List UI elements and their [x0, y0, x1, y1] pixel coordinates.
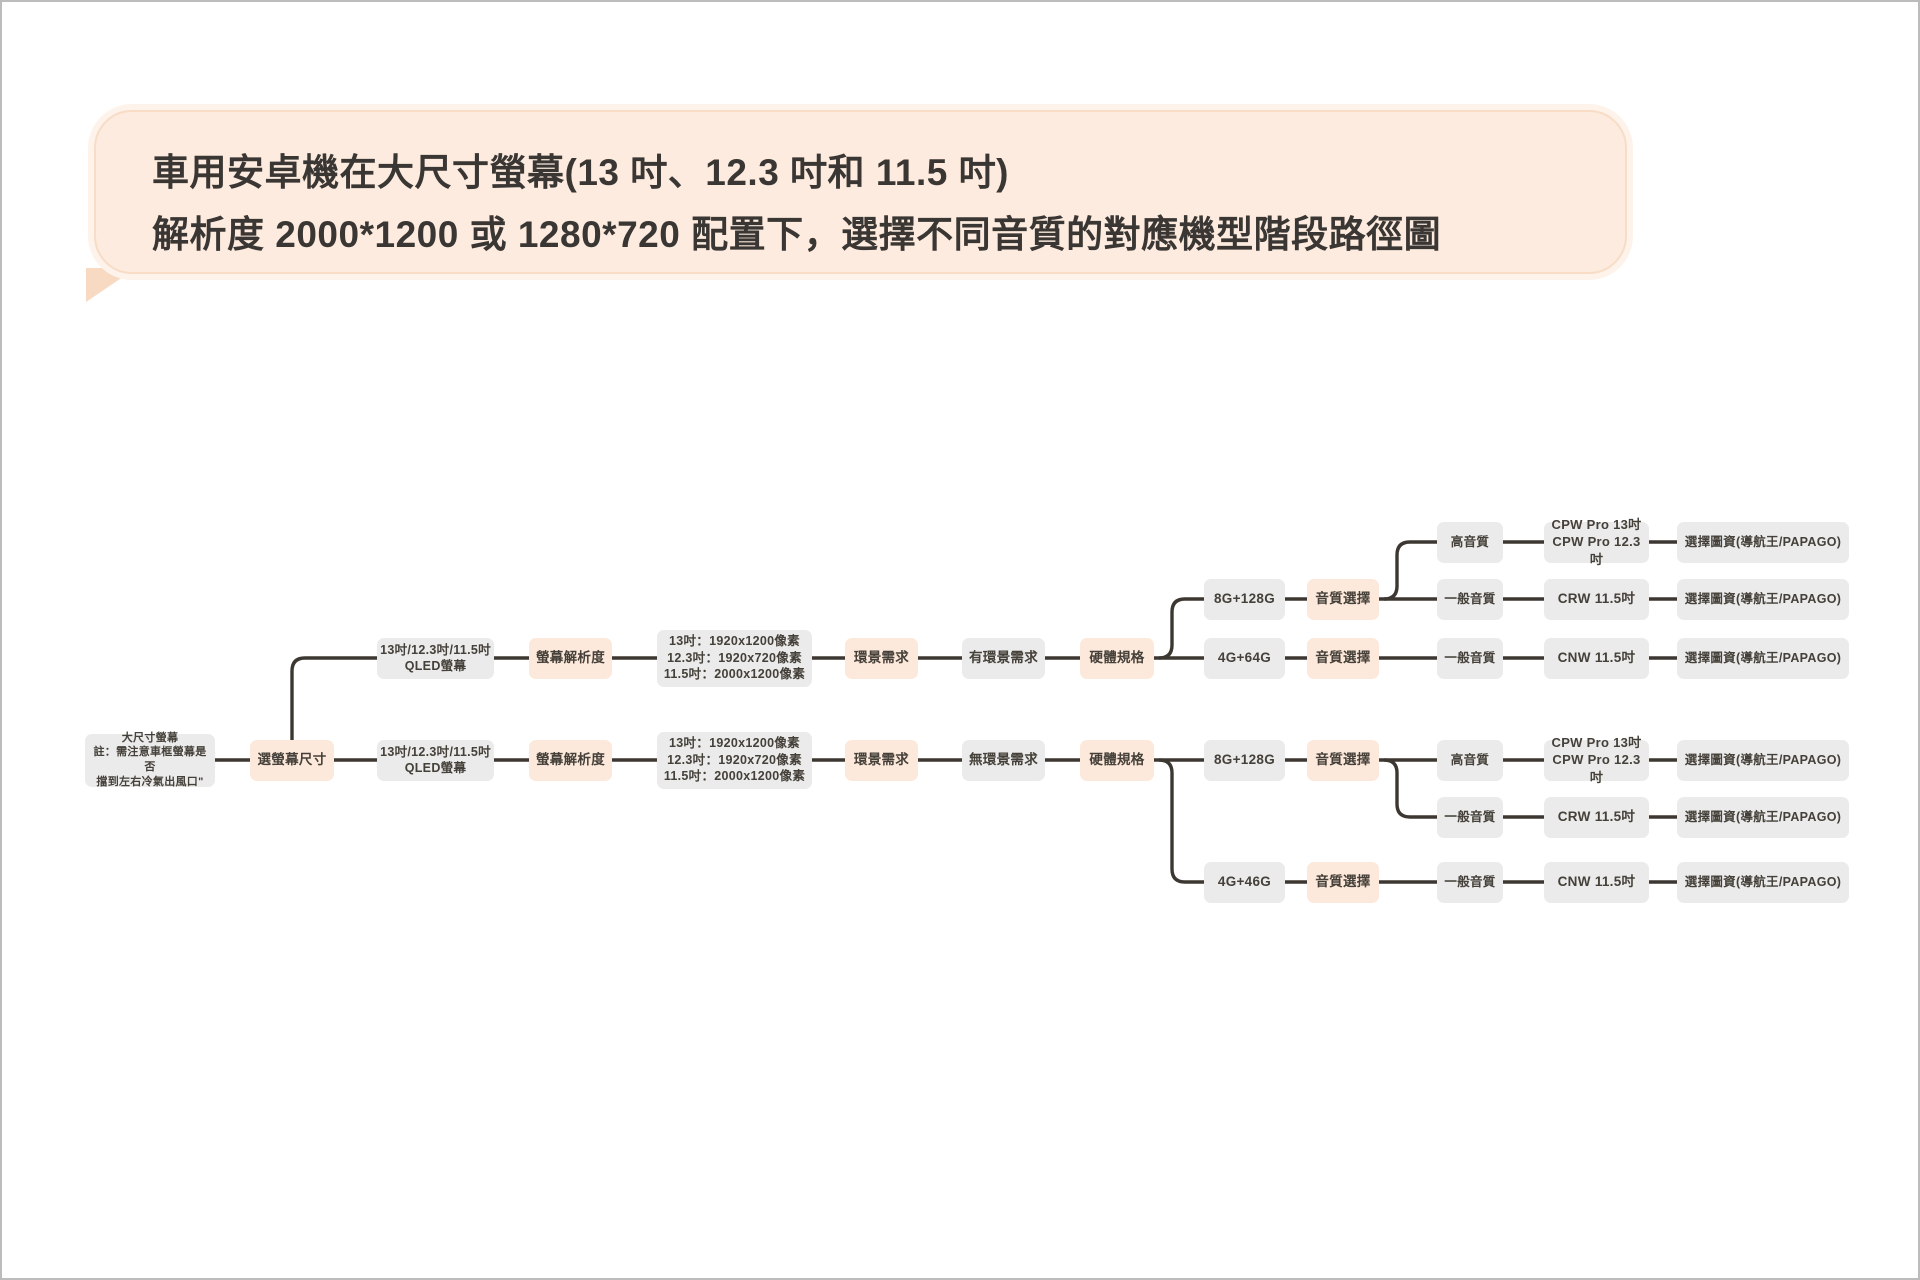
- node-gen-r6: 一般音質: [1437, 861, 1503, 903]
- title-line-1: 車用安卓機在大尺寸螢幕(13 吋、12.3 吋和 11.5 吋): [152, 152, 1009, 193]
- node-hi-r4: 高音質: [1437, 739, 1503, 781]
- node-map-r3: 選擇圖資(導航王/PAPAGO): [1677, 637, 1849, 679]
- node-crw-r2: CRW 11.5吋: [1544, 578, 1649, 620]
- node-res-detail-main: 13吋：1920x1200像素 12.3吋：1920x720像素 11.5吋：2…: [657, 731, 812, 789]
- node-cpw-r4: CPW Pro 13吋 CPW Pro 12.3吋: [1544, 735, 1649, 785]
- node-cnw-r6: CNW 11.5吋: [1544, 861, 1649, 903]
- title-speech-bubble: 車用安卓機在大尺寸螢幕(13 吋、12.3 吋和 11.5 吋) 解析度 200…: [94, 110, 1627, 274]
- node-pano-yes: 有環景需求: [962, 637, 1045, 679]
- node-map-r2: 選擇圖資(導航王/PAPAGO): [1677, 578, 1849, 620]
- node-cnw-r3: CNW 11.5吋: [1544, 637, 1649, 679]
- node-mem-4g64: 4G+64G: [1204, 637, 1285, 679]
- node-mem-4g46: 4G+46G: [1204, 861, 1285, 903]
- node-pano-main: 環景需求: [845, 739, 918, 781]
- node-screen-note: 大尺寸螢幕 註：需注意車框螢幕是否 擋到左右冷氣出風口": [85, 732, 215, 788]
- page-title: 車用安卓機在大尺寸螢幕(13 吋、12.3 吋和 11.5 吋) 解析度 200…: [152, 142, 1441, 266]
- node-pano-no: 無環景需求: [962, 739, 1045, 781]
- node-aq-r4: 音質選擇: [1307, 739, 1379, 781]
- node-select-size: 選螢幕尺寸: [250, 739, 334, 781]
- node-map-r1: 選擇圖資(導航王/PAPAGO): [1677, 521, 1849, 563]
- node-pano-top: 環景需求: [845, 637, 918, 679]
- node-map-r4: 選擇圖資(導航王/PAPAGO): [1677, 739, 1849, 781]
- node-hw-top: 硬體規格: [1080, 637, 1154, 679]
- node-res-label-top: 螢幕解析度: [529, 637, 612, 679]
- node-res-label-main: 螢幕解析度: [529, 739, 612, 781]
- node-hi-r1: 高音質: [1437, 521, 1503, 563]
- node-gen-r5: 一般音質: [1437, 796, 1503, 838]
- node-qled-top: 13吋/12.3吋/11.5吋 QLED螢幕: [377, 637, 494, 679]
- node-aq-r2: 音質選擇: [1307, 578, 1379, 620]
- node-hw-main: 硬體規格: [1080, 739, 1154, 781]
- node-aq-r6: 音質選擇: [1307, 861, 1379, 903]
- node-cpw-r1: CPW Pro 13吋 CPW Pro 12.3吋: [1544, 517, 1649, 567]
- node-res-detail-top: 13吋：1920x1200像素 12.3吋：1920x720像素 11.5吋：2…: [657, 629, 812, 687]
- node-gen-r2: 一般音質: [1437, 578, 1503, 620]
- node-map-r6: 選擇圖資(導航王/PAPAGO): [1677, 861, 1849, 903]
- node-map-r5: 選擇圖資(導航王/PAPAGO): [1677, 796, 1849, 838]
- node-qled-main: 13吋/12.3吋/11.5吋 QLED螢幕: [377, 739, 494, 781]
- node-mem-8g128-top: 8G+128G: [1204, 578, 1285, 620]
- node-mem-8g128-main: 8G+128G: [1204, 739, 1285, 781]
- node-aq-r3: 音質選擇: [1307, 637, 1379, 679]
- node-gen-r3: 一般音質: [1437, 637, 1503, 679]
- node-crw-r5: CRW 11.5吋: [1544, 796, 1649, 838]
- title-line-2: 解析度 2000*1200 或 1280*720 配置下，選擇不同音質的對應機型…: [152, 214, 1442, 255]
